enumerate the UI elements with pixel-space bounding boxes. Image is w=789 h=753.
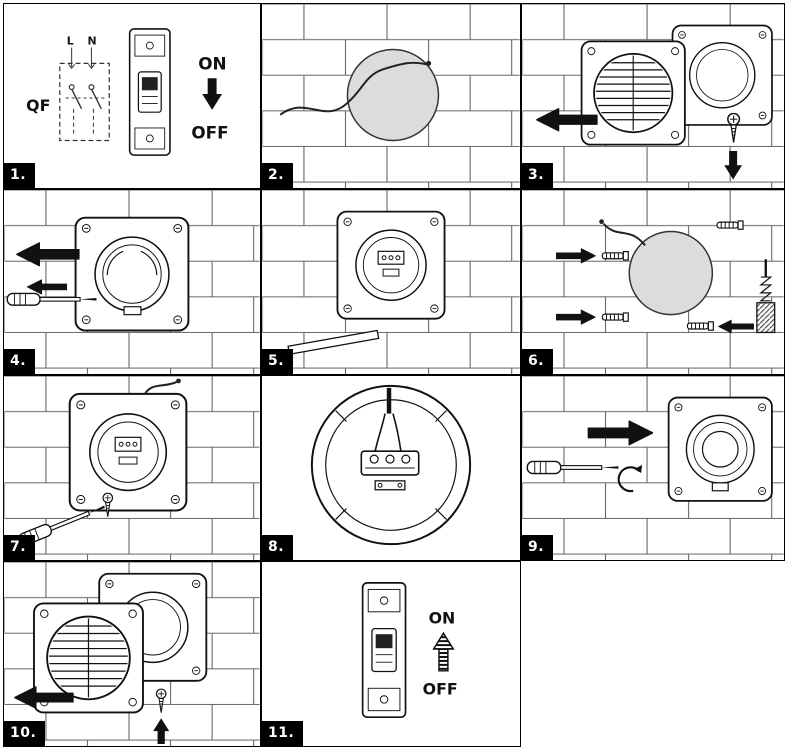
cable-clamp bbox=[374, 480, 406, 491]
step-panel-3: 3. bbox=[521, 3, 785, 189]
cable-end bbox=[599, 219, 604, 225]
fan-back-plate bbox=[68, 392, 188, 512]
mains-cable bbox=[602, 222, 646, 247]
step-number-badge: 2. bbox=[262, 163, 294, 188]
fan-back-plate bbox=[336, 210, 446, 320]
step-7-illustration bbox=[4, 376, 260, 560]
drill-bit-icon bbox=[756, 259, 776, 334]
switch-schematic bbox=[59, 47, 110, 142]
fan-front-grille bbox=[582, 41, 685, 144]
step-6-illustration bbox=[522, 190, 784, 374]
wall-hole bbox=[628, 230, 714, 316]
step-panel-9: 9. bbox=[521, 375, 785, 561]
circuit-breaker-icon bbox=[361, 582, 407, 719]
terminal-detail bbox=[377, 250, 405, 277]
step-8-illustration bbox=[310, 384, 472, 546]
line-label: L bbox=[67, 35, 74, 48]
mains-cable bbox=[279, 61, 427, 116]
neutral-label: N bbox=[87, 35, 96, 48]
step-number-badge: 1. bbox=[4, 163, 36, 188]
clamp-screws bbox=[377, 482, 403, 488]
wall-plug-icon bbox=[601, 250, 629, 261]
wall-plug-icon bbox=[601, 312, 629, 322]
off-label: OFF bbox=[423, 680, 458, 699]
step-5-illustration bbox=[262, 190, 520, 374]
step-panel-8: 8. bbox=[261, 375, 521, 561]
terminal-screws bbox=[369, 454, 411, 464]
switch-on-arrow-icon bbox=[432, 632, 455, 672]
on-label: ON bbox=[429, 608, 456, 627]
switch-off-arrow-icon bbox=[202, 78, 223, 110]
wires bbox=[374, 413, 402, 452]
wall-hole bbox=[346, 48, 440, 142]
on-label: ON bbox=[198, 53, 226, 73]
step-1-illustration: QF L N ON OFF bbox=[26, 28, 229, 156]
wall-plug-icon bbox=[716, 220, 744, 230]
step-panel-1: QF L N ON OFF 1. bbox=[3, 3, 261, 189]
body-spokes bbox=[335, 410, 447, 520]
step-2-illustration bbox=[262, 4, 520, 188]
step-3-illustration bbox=[522, 4, 784, 188]
step-number-badge: 11. bbox=[262, 721, 304, 746]
step-panel-6: 6. bbox=[521, 189, 785, 375]
step-number-badge: 6. bbox=[522, 349, 554, 374]
off-label: OFF bbox=[191, 123, 228, 143]
step-11-illustration: ON OFF bbox=[361, 582, 458, 719]
cable-end bbox=[176, 378, 181, 384]
wall-plug-icon bbox=[686, 321, 714, 331]
step-number-badge: 8. bbox=[262, 535, 294, 560]
step-4-illustration bbox=[4, 190, 260, 374]
step-number-badge: 9. bbox=[522, 535, 554, 560]
circuit-breaker-icon bbox=[128, 28, 171, 156]
qf-label: QF bbox=[26, 96, 50, 115]
fan-back-plate bbox=[671, 24, 773, 126]
step-panel-10: 10. bbox=[3, 561, 261, 747]
terminal-detail bbox=[114, 436, 142, 465]
step-number-badge: 5. bbox=[262, 349, 294, 374]
step-panel-2: 2. bbox=[261, 3, 521, 189]
step-panel-4: 4. bbox=[3, 189, 261, 375]
motor-unit-detail bbox=[701, 430, 739, 492]
mains-cable bbox=[144, 381, 177, 395]
step-number-badge: 10. bbox=[4, 721, 46, 746]
step-9-illustration bbox=[522, 376, 784, 560]
step-panel-11: ON OFF 11. bbox=[261, 561, 521, 747]
step-number-badge: 3. bbox=[522, 163, 554, 188]
cable-end bbox=[426, 60, 432, 66]
step-panel-7: 7. bbox=[3, 375, 261, 561]
step-number-badge: 4. bbox=[4, 349, 36, 374]
step-10-illustration bbox=[4, 562, 260, 746]
step-number-badge: 7. bbox=[4, 535, 36, 560]
motor-clip-detail bbox=[106, 250, 158, 316]
rotate-arrow-icon bbox=[617, 465, 643, 493]
step-panel-5: 5. bbox=[261, 189, 521, 375]
